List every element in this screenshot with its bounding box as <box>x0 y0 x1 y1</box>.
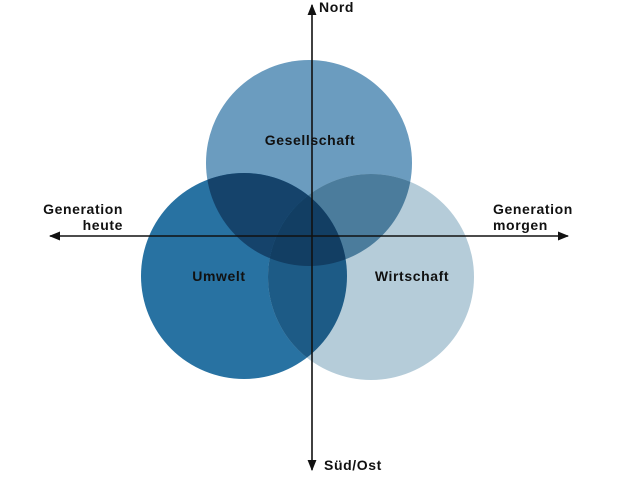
circle-label-wirtschaft: Wirtschaft <box>375 268 449 284</box>
axis-label-east-line1: Generation <box>493 201 573 217</box>
circle-label-gesellschaft: Gesellschaft <box>265 132 355 148</box>
overlap-all <box>268 174 347 266</box>
axis-label-west-line1: Generation <box>43 201 123 217</box>
axis-label-east-line2: morgen <box>493 217 548 233</box>
axis-label-west-line2: heute <box>83 217 123 233</box>
axis-label-south: Süd/Ost <box>324 457 382 473</box>
axis-label-north: Nord <box>319 0 354 15</box>
circle-label-umwelt: Umwelt <box>192 268 245 284</box>
